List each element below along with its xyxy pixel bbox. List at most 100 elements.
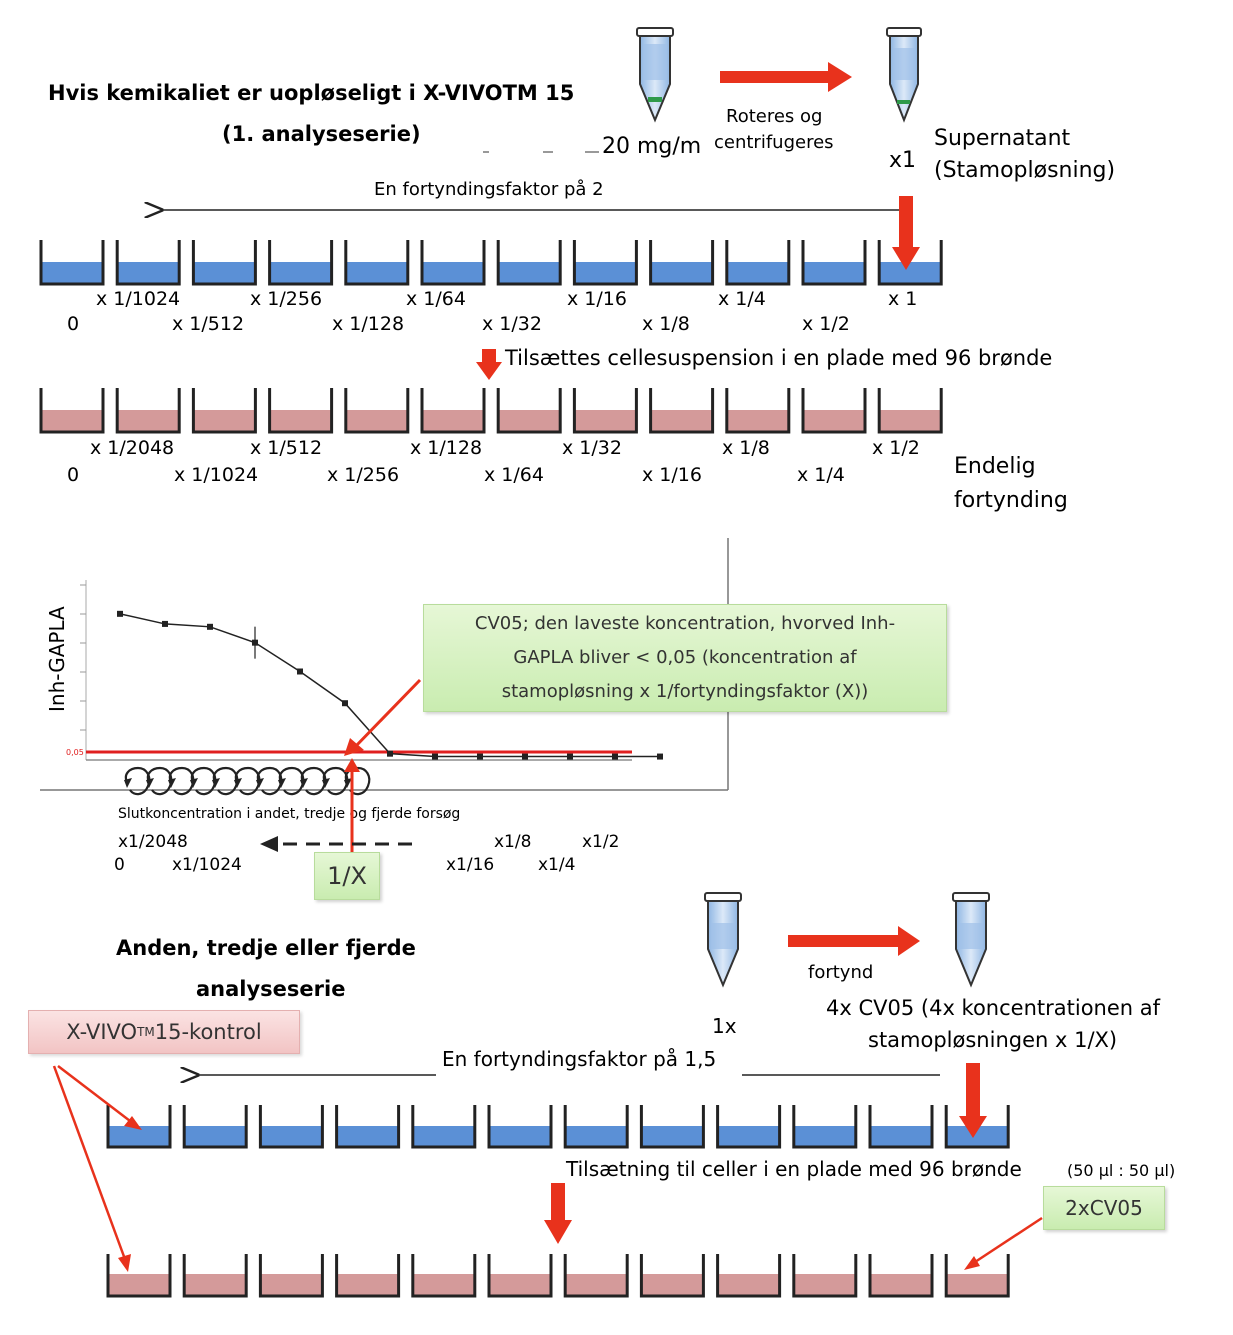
well-pink (39, 388, 105, 434)
well-blue-fill (108, 1126, 170, 1147)
twocv05-box: 2xCV05 (1043, 1186, 1165, 1230)
well-blue-fill (336, 1126, 399, 1147)
chart-point (117, 610, 123, 617)
well-blue-fill (498, 262, 561, 284)
loop-arrow (234, 766, 261, 796)
well-blue-fill (793, 1126, 856, 1147)
well-pink (115, 388, 181, 434)
well-row-blue-1 (39, 240, 943, 286)
well-pink (411, 1254, 477, 1298)
well-pink (944, 1254, 1010, 1298)
well-blue-fill (422, 262, 484, 284)
well-pink (496, 388, 562, 434)
loop-arrows (124, 766, 371, 796)
final-label: x 1/1024 (174, 464, 258, 486)
tube-1x-icon (704, 892, 742, 988)
loop-arrow (278, 766, 305, 796)
well-blue (258, 1105, 324, 1149)
well-pink (801, 388, 867, 434)
dilution-label: x 1/256 (250, 288, 322, 310)
tube-4xcv05-icon (952, 892, 990, 988)
well-blue (335, 1105, 401, 1149)
final-label: x 1/2048 (90, 437, 174, 459)
loop-arrow (212, 766, 239, 796)
control-label-end: 15-kontrol (154, 1020, 262, 1044)
final-label: x 1/32 (562, 437, 622, 459)
red-arrow-down-3 (959, 1063, 987, 1138)
dashed-arrow (260, 836, 412, 852)
well-blue (944, 1105, 1010, 1149)
well-blue (639, 1105, 705, 1149)
onex-label: 1x (712, 1014, 737, 1038)
final-dilution-label-1: Endelig (954, 454, 1036, 479)
loop-arrow (168, 766, 195, 796)
chart-y-ticks (80, 584, 86, 731)
well-pink (792, 1254, 858, 1298)
well-blue-fill (269, 262, 332, 284)
well-pink-fill (422, 410, 484, 432)
well-pink (877, 388, 943, 434)
loop-arrow-head (234, 778, 242, 788)
loop-arrow (344, 766, 371, 796)
loop-arrow-head (146, 778, 154, 788)
scale-label: x1/2 (582, 832, 619, 852)
cv05-callout-line3: stamopløsning x 1/fortyndingsfaktor (X)) (501, 681, 869, 702)
chart-point (567, 753, 573, 760)
well-blue-fill (726, 262, 789, 284)
well-blue (106, 1105, 172, 1149)
rotate-arrow (720, 62, 852, 92)
tube-supernatant-icon (886, 27, 922, 123)
well-pink-fill (336, 1274, 399, 1296)
loop-arrow-head (322, 778, 330, 788)
control-label-main: X-VIVO (66, 1020, 138, 1044)
well-blue-fill (879, 262, 942, 284)
well-pink-fill (41, 410, 103, 432)
well-pink-fill (489, 1274, 551, 1296)
loop-arrow-head (212, 778, 220, 788)
red-arrow-down-1 (892, 196, 920, 270)
chart-point (342, 700, 348, 707)
final-label: x 1/512 (250, 437, 322, 459)
well-pink (191, 388, 257, 434)
cv05-4x-label-2: stamopløsningen x 1/X) (868, 1028, 1117, 1052)
well-pink-fill (726, 410, 789, 432)
well-pink (335, 1254, 401, 1298)
final-label: x 1/8 (722, 437, 770, 459)
section1-subtitle: (1. analyseserie) (222, 122, 421, 146)
chart-caption: Slutkoncentration i andet, tredje og fje… (118, 806, 460, 822)
well-pink (420, 388, 486, 434)
well-blue (649, 240, 715, 286)
red-arrow-down-4 (544, 1183, 572, 1244)
well-blue (487, 1105, 553, 1149)
well-pink (258, 1254, 324, 1298)
dilution-label: x 1/2 (802, 313, 850, 335)
add-cells-ratio: (50 µl : 50 µl) (1067, 1161, 1175, 1180)
well-pink-fill (565, 1274, 628, 1296)
control-label-sup: TM (137, 1025, 155, 1039)
well-blue (420, 240, 486, 286)
loop-arrow (124, 766, 151, 796)
well-pink (344, 388, 410, 434)
well-blue-fill (412, 1126, 475, 1147)
well-blue-fill (574, 262, 637, 284)
well-blue-fill (184, 1126, 247, 1147)
scale-label: x1/1024 (172, 855, 242, 875)
final-label: x 1/256 (327, 464, 399, 486)
well-blue (801, 240, 867, 286)
well-pink (106, 1254, 172, 1298)
supernatant-label-1: Supernatant (934, 126, 1071, 151)
well-blue (115, 240, 181, 286)
well-pink-fill (269, 410, 332, 432)
well-blue-fill (41, 262, 103, 284)
fortynd-arrow (788, 926, 920, 956)
well-blue-fill (717, 1126, 780, 1147)
loop-arrow (322, 766, 349, 796)
dilution-label: x 1/16 (567, 288, 627, 310)
dilution-label: x 1/8 (642, 313, 690, 335)
well-pink-fill (184, 1274, 247, 1296)
cv05-callout: CV05; den laveste koncentration, hvorved… (423, 604, 947, 712)
well-pink (725, 388, 791, 434)
well-blue (411, 1105, 477, 1149)
section1-title: Hvis kemikaliet er uopløseligt i X-VIVOT… (48, 81, 574, 105)
